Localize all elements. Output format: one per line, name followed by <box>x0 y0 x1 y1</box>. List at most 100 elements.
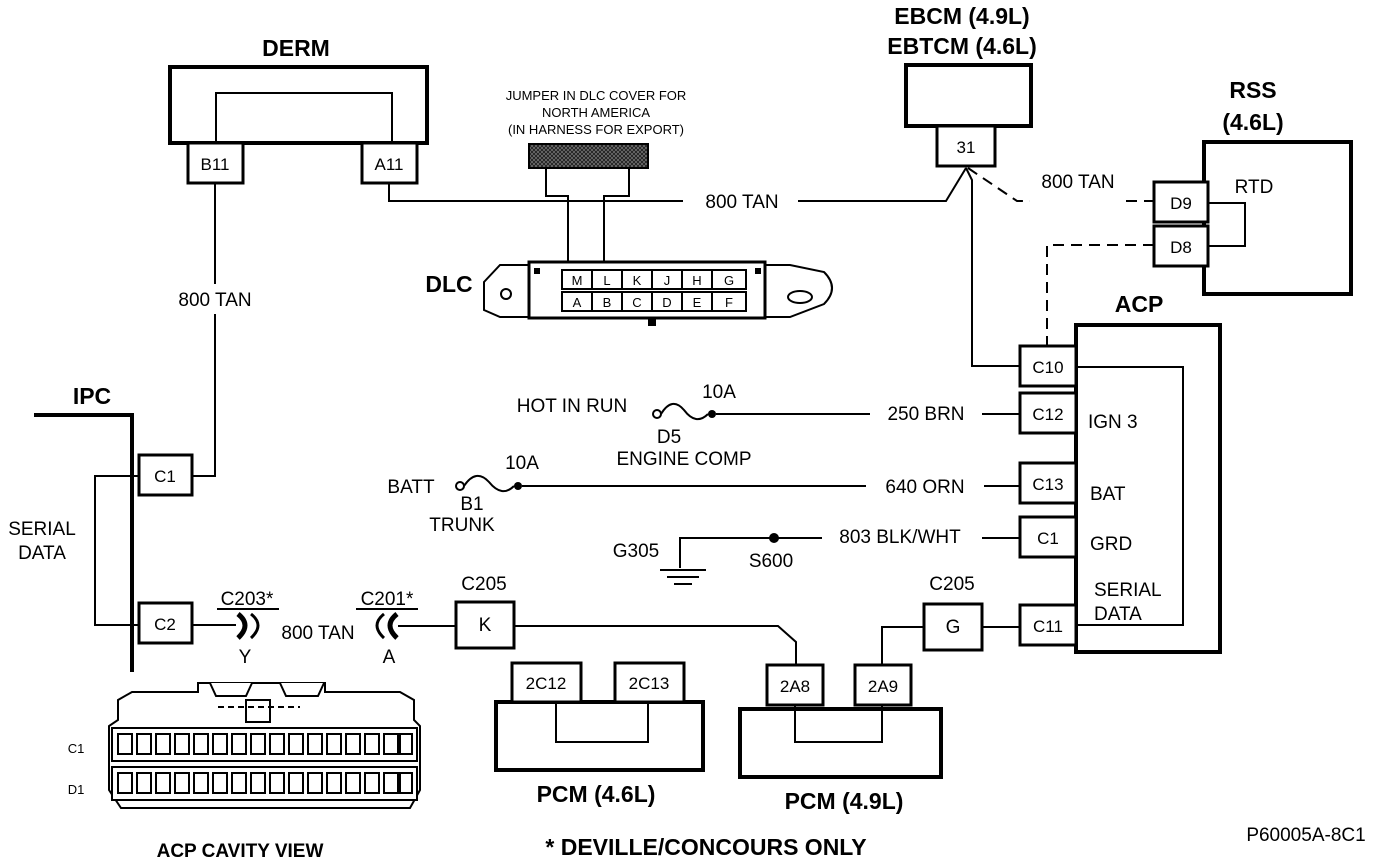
wire-grd-label: 803 BLK/WHT <box>839 527 961 548</box>
fuse-hot-in-run: HOT IN RUN 10A D5 ENGINE COMP <box>517 382 752 470</box>
acp-cavity-row1-label: C1 <box>68 741 85 756</box>
pcm-49-pin-2a9 <box>853 663 913 707</box>
connector-c203-pin: Y <box>239 647 252 668</box>
dlc-jumper-note: JUMPER IN DLC COVER FOR NORTH AMERICA (I… <box>506 88 687 262</box>
acp-pin-c11-label: C11 <box>1033 617 1063 636</box>
dlc-pin-e: E <box>693 295 702 310</box>
dlc-pin-h: H <box>692 273 701 288</box>
fuse-batt-rating: 10A <box>505 453 539 474</box>
fuse-batt: BATT 10A B1 TRUNK <box>387 453 539 536</box>
dlc-pin-j: J <box>664 273 671 288</box>
connector-c201-pin: A <box>383 647 396 668</box>
dlc-pin-l: L <box>603 273 610 288</box>
splice-s600 <box>769 533 779 543</box>
wire-ebcm-acp <box>965 167 1020 367</box>
fuse-hot-in-run-id: D5 <box>657 427 681 448</box>
rss-module: RSS (4.6L) RTD D9 D8 <box>1152 77 1353 296</box>
ipc-serial-line2: DATA <box>18 543 66 564</box>
rss-title-line2: (4.6L) <box>1222 109 1283 135</box>
fuse-hot-in-run-rating: 10A <box>702 382 736 403</box>
pcm-49-pin-2a8 <box>765 663 825 707</box>
pcm-46-pin-2c13 <box>613 661 686 704</box>
dlc-pin-k: K <box>633 273 642 288</box>
connector-c201: C201* A <box>356 589 418 668</box>
ipc-pin-c2 <box>137 601 194 645</box>
acp-title: ACP <box>1115 291 1164 317</box>
dlc-jumper <box>528 143 649 169</box>
derm-title: DERM <box>262 35 330 61</box>
pcm-46-title: PCM (4.6L) <box>537 781 656 807</box>
pcm-49-module: 2A8 2A9 PCM (4.9L) <box>738 663 943 814</box>
acp-pin-c13 <box>1018 461 1078 505</box>
pcm-49-pin-2a8-label: 2A8 <box>780 677 810 696</box>
dlc-note-line2: NORTH AMERICA <box>542 105 650 120</box>
rss-title-line1: RSS <box>1229 77 1276 103</box>
connector-c201-name: C201* <box>361 589 414 610</box>
ebcm-title-line2: EBTCM (4.6L) <box>887 33 1037 59</box>
dlc-pin-grid: M L K J H G A B C D E F <box>561 269 747 312</box>
acp-label-ign3: IGN 3 <box>1088 412 1138 433</box>
rss-inner-label: RTD <box>1235 177 1274 198</box>
ground-g305: G305 <box>613 537 772 585</box>
fuse-batt-id: B1 <box>460 494 483 515</box>
ipc-pin-c1 <box>137 453 194 497</box>
acp-cavity-view: C1 D1 ACP CAVITY VIEW <box>68 682 421 862</box>
ipc-title: IPC <box>73 383 111 409</box>
pcm-46-pin-2c12 <box>510 661 583 704</box>
connector-c203-name: C203* <box>221 589 274 610</box>
ipc-pin-c2-label: C2 <box>154 615 176 634</box>
dlc-note-line3: (IN HARNESS FOR EXPORT) <box>508 122 684 137</box>
pcm-49-title: PCM (4.9L) <box>785 788 904 814</box>
fuse-batt-source: BATT <box>387 477 435 498</box>
dlc-title: DLC <box>425 271 472 297</box>
pcm-46-pin-2c12-label: 2C12 <box>526 674 567 693</box>
connector-c205-g-name: C205 <box>929 574 974 595</box>
wire-ebcm-rss-label: 800 TAN <box>1041 172 1114 193</box>
derm-module: DERM B11 A11 <box>168 35 429 185</box>
ipc-serial-line1: SERIAL <box>8 519 76 540</box>
pcm-49-pin-2a9-label: 2A9 <box>868 677 898 696</box>
acp-pin-c1-label: C1 <box>1037 529 1059 548</box>
acp-label-bat: BAT <box>1090 484 1126 505</box>
wire-bat-label: 640 ORN <box>885 477 964 498</box>
connector-c203: C203* Y <box>217 589 279 668</box>
splice-label: S600 <box>749 551 793 572</box>
wire-ign3-label: 250 BRN <box>887 404 964 425</box>
ebcm-module: EBCM (4.9L) EBTCM (4.6L) 31 <box>887 3 1037 168</box>
acp-pin-c10 <box>1018 344 1078 388</box>
dlc-pin-b: B <box>603 295 612 310</box>
pcm-46-module: 2C12 2C13 PCM (4.6L) <box>494 661 705 807</box>
acp-pin-c12-label: C12 <box>1032 405 1063 424</box>
acp-label-data: DATA <box>1094 604 1142 625</box>
rss-pin-d9-label: D9 <box>1170 194 1192 213</box>
wire-dlc-ebcm-label: 800 TAN <box>705 192 778 213</box>
dlc-connector: DLC M L K J H G A B C D E F <box>425 260 833 326</box>
wire-serial-label: 800 TAN <box>281 623 354 644</box>
ipc-module: IPC C1 C2 SERIAL DATA <box>0 383 194 672</box>
dlc-pin-g: G <box>724 273 734 288</box>
dlc-note-line1: JUMPER IN DLC COVER FOR <box>506 88 687 103</box>
dlc-pin-f: F <box>725 295 733 310</box>
ebcm-title-line1: EBCM (4.9L) <box>894 3 1029 29</box>
acp-label-grd: GRD <box>1090 534 1132 555</box>
dlc-pin-d: D <box>662 295 671 310</box>
fuse-batt-name: TRUNK <box>429 515 495 536</box>
footer-note: * DEVILLE/CONCOURS ONLY <box>545 834 866 860</box>
dlc-pin-a: A <box>573 295 582 310</box>
rss-pin-d8 <box>1152 224 1210 268</box>
ipc-pin-c1-label: C1 <box>154 467 176 486</box>
pcm-46-pin-2c13-label: 2C13 <box>629 674 670 693</box>
fuse-hot-in-run-name: ENGINE COMP <box>616 449 751 470</box>
acp-pin-c13-label: C13 <box>1032 475 1063 494</box>
acp-pin-c11 <box>1018 603 1078 647</box>
acp-module: ACP C10 C12 C13 C1 C11 IGN 3 BAT GRD SER… <box>1018 291 1222 654</box>
acp-pin-c12 <box>1018 391 1078 435</box>
rss-pin-d8-label: D8 <box>1170 238 1192 257</box>
wire-derm-ipc-label: 800 TAN <box>178 290 251 311</box>
ebcm-pin-31-label: 31 <box>957 138 976 157</box>
acp-cavity-row2-label: D1 <box>68 782 85 797</box>
dlc-pin-m: M <box>572 273 583 288</box>
rss-pin-d9 <box>1152 180 1210 224</box>
derm-pin-b11-label: B11 <box>201 155 230 174</box>
